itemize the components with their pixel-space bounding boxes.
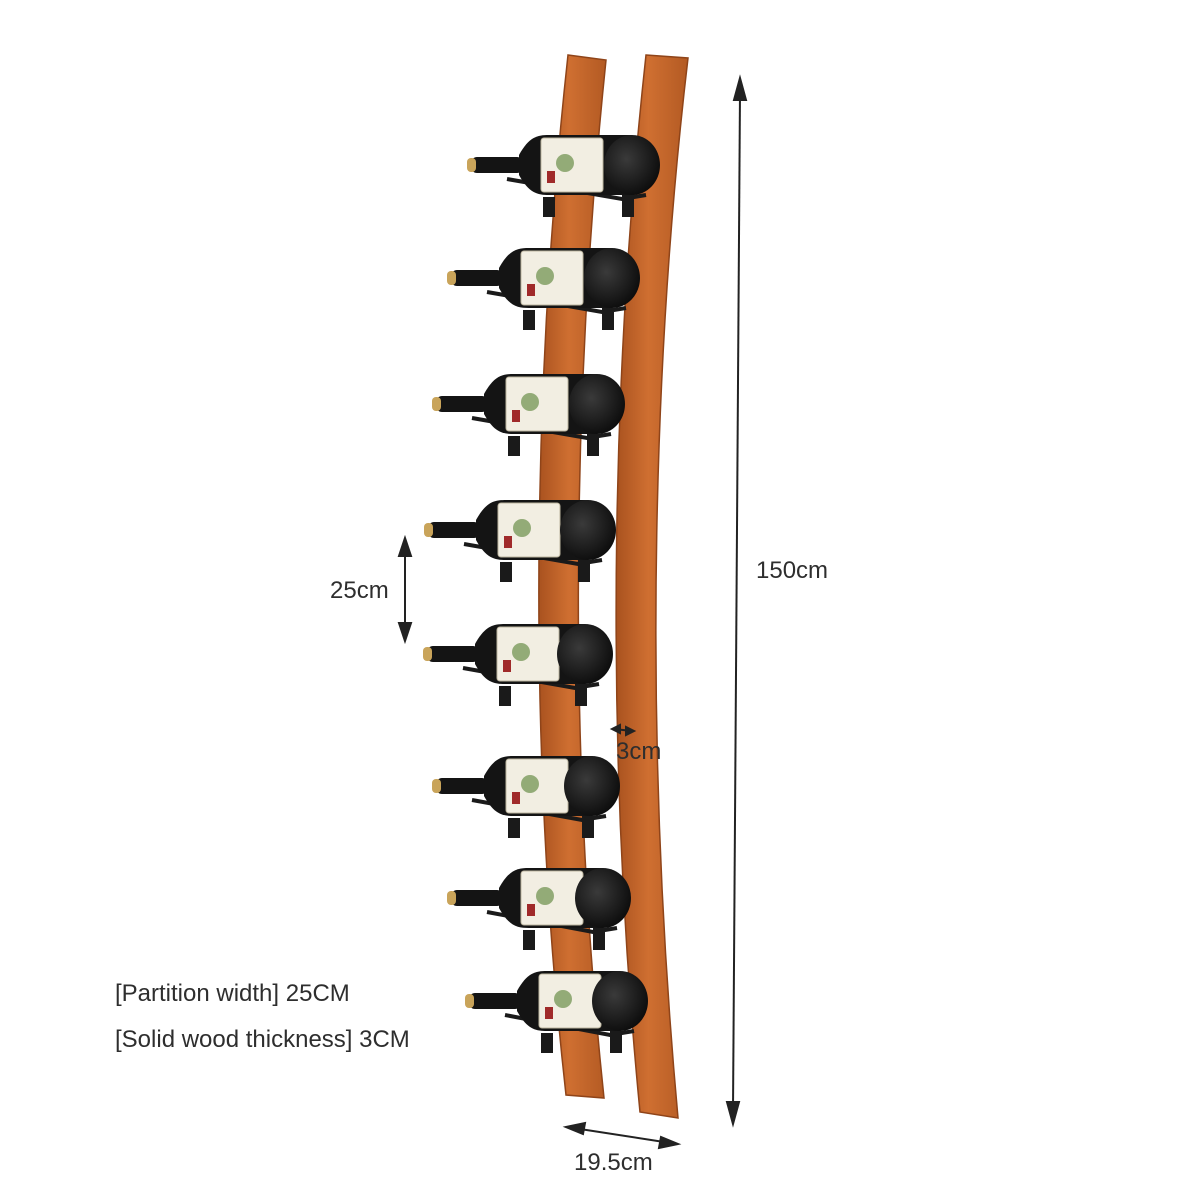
- wine-bottle: [467, 135, 660, 217]
- height-dimension-arrow: [725, 74, 748, 1128]
- left-wood-stave: [538, 54, 607, 1099]
- partition-width-spec: [Partition width] 25CM: [115, 980, 350, 1007]
- width-label: 19.5cm: [574, 1149, 653, 1176]
- bottle-cork: [447, 891, 456, 905]
- wine-bottle: [465, 971, 648, 1053]
- spacing-label: 25cm: [330, 577, 389, 604]
- bottle-base: [604, 135, 660, 195]
- label-mark: [547, 171, 555, 183]
- bottle-neck: [427, 646, 479, 662]
- label-mark: [527, 904, 535, 916]
- bracket-tab: [523, 310, 535, 330]
- wine-bottle: [447, 868, 631, 950]
- label-emblem: [512, 643, 530, 661]
- bottle-group: [423, 135, 660, 1053]
- bottle-neck: [471, 157, 523, 173]
- label-emblem: [513, 519, 531, 537]
- bottle-cork: [423, 647, 432, 661]
- bottle-cork: [467, 158, 476, 172]
- width-dimension-arrow: [562, 1121, 682, 1150]
- wine-bottle: [424, 500, 616, 582]
- bracket-tab: [543, 197, 555, 217]
- bracket-tab: [610, 1031, 622, 1053]
- label-emblem: [536, 267, 554, 285]
- label-emblem: [521, 393, 539, 411]
- wine-bottle: [432, 756, 620, 838]
- wine-bottle: [447, 248, 640, 330]
- bottle-neck: [451, 890, 503, 906]
- bottle-base: [564, 756, 620, 816]
- label-mark: [512, 410, 520, 422]
- bottle-cork: [424, 523, 433, 537]
- bracket-tab: [622, 195, 634, 217]
- bottle-neck: [428, 522, 480, 538]
- label-mark: [504, 536, 512, 548]
- bracket-tab: [582, 816, 594, 838]
- thickness-label: 3cm: [616, 738, 662, 765]
- bottle-base: [584, 248, 640, 308]
- bottle-cork: [432, 779, 441, 793]
- label-emblem: [556, 154, 574, 172]
- bracket-tab: [541, 1033, 553, 1053]
- bottle-base: [560, 500, 616, 560]
- bottle-cork: [447, 271, 456, 285]
- wine-bottle: [432, 374, 625, 456]
- label-emblem: [554, 990, 572, 1008]
- bottle-base: [592, 971, 648, 1031]
- label-mark: [503, 660, 511, 672]
- bottle-cork: [465, 994, 474, 1008]
- label-mark: [512, 792, 520, 804]
- label-mark: [527, 284, 535, 296]
- label-mark: [545, 1007, 553, 1019]
- height-label: 150cm: [756, 557, 829, 584]
- bottle-neck: [436, 396, 488, 412]
- right-wood-stave: [615, 54, 689, 1119]
- bracket-tab: [523, 930, 535, 950]
- bottle-base: [569, 374, 625, 434]
- bracket-tab: [500, 562, 512, 582]
- bracket-tab: [602, 308, 614, 330]
- bottle-neck: [469, 993, 521, 1009]
- label-emblem: [521, 775, 539, 793]
- bottle-base: [557, 624, 613, 684]
- wood-thickness-spec: [Solid wood thickness] 3CM: [115, 1026, 410, 1053]
- bracket-tab: [508, 818, 520, 838]
- thickness-dimension-marker: [609, 723, 637, 737]
- bottle-neck: [451, 270, 503, 286]
- bracket-tab: [508, 436, 520, 456]
- bracket-tab: [575, 684, 587, 706]
- bracket-tab: [499, 686, 511, 706]
- bottle-cork: [432, 397, 441, 411]
- wine-bottle: [423, 624, 613, 706]
- bottle-neck: [436, 778, 488, 794]
- label-emblem: [536, 887, 554, 905]
- bottle-base: [575, 868, 631, 928]
- bracket-tab: [578, 560, 590, 582]
- bracket-tab: [587, 434, 599, 456]
- bracket-tab: [593, 928, 605, 950]
- spacing-dimension-arrow: [397, 534, 413, 645]
